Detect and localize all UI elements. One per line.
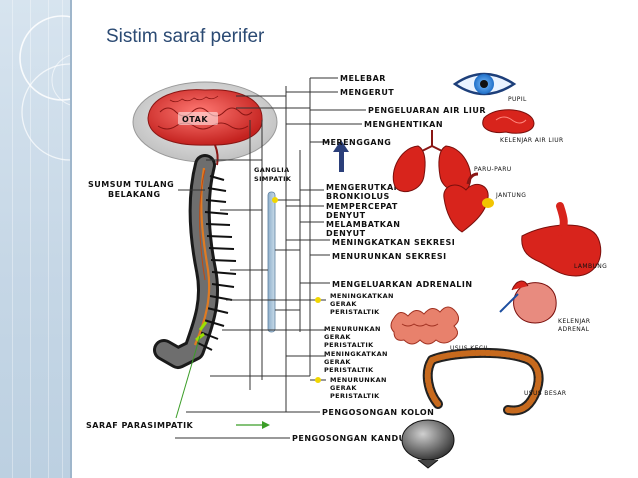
svg-text:GANGLIA: GANGLIA [254,166,290,174]
effect-menurunkan-gerak-2: MENURUNKAN [330,376,387,384]
effect-meningkatkan-sekresi: MENINGKATKAN SEKRESI [332,238,455,247]
effect-menurunkan-sekresi: MENURUNKAN SEKRESI [332,252,447,261]
effect-pengosongan-kolon: PENGOSONGAN KOLON [322,408,434,417]
effect-connector-lines [286,77,366,439]
organ-lambung-label: LAMBUNG [574,263,607,270]
spinal-column [153,154,237,369]
up-arrow-icon [333,140,349,172]
organ-kelenjar-air-liur-label: KELENJAR AIR LIUR [500,137,564,144]
side-decoration-panel [0,0,72,478]
svg-text:SARAF PARASIMPATIK: SARAF PARASIMPATIK [86,421,194,430]
sumsum-label: SUMSUM TULANG BELAKANG [88,180,205,199]
effect-meningkatkan-gerak-2: MENINGKATKAN [324,350,388,358]
organ-jantung-label: JANTUNG [495,192,526,199]
svg-text:GERAK: GERAK [324,358,351,366]
otak-text: OTAK [182,115,208,124]
effect-bronkiolus: BRONKIOLUS [326,192,390,201]
organ-adrenal-label: ADRENAL [558,326,590,333]
large-intestine-icon [422,347,544,416]
effect-menghentikan: MENGHENTIKAN [364,120,443,129]
effect-menurunkan-gerak-1: MENURUNKAN [324,325,381,333]
organ-usus-besar-label: USUS BESAR [524,390,566,397]
effect-merenggang: MERENGGANG [322,138,391,147]
heart-icon [443,172,494,233]
lungs-icon [392,130,472,192]
effect-melambatkan: MELAMBATKAN [326,220,400,229]
spinal-cord [193,167,211,346]
effect-melebar: MELEBAR [340,74,386,83]
organ-paru-paru-label: PARU-PARU [474,166,512,173]
nerve-trunks [175,78,311,439]
small-intestine-icon [390,306,460,345]
effect-mengeluarkan-adrenalin: MENGELUARKAN ADRENALIN [332,280,473,289]
svg-text:SUMSUM TULANG: SUMSUM TULANG [88,180,174,189]
svg-text:PERISTALTIK: PERISTALTIK [324,341,374,349]
effect-mempercepat-denyut: DENYUT [326,211,366,220]
salivary-gland-icon [482,109,535,134]
eye-icon [452,72,517,96]
effect-melambatkan-denyut: DENYUT [326,229,366,238]
svg-text:PERISTALTIK: PERISTALTIK [330,392,380,400]
ganglion-junction-dots [272,197,321,383]
organ-kelenjar-label: KELENJAR [558,318,591,325]
svg-text:GERAK: GERAK [324,333,351,341]
svg-text:SIMPATIK: SIMPATIK [254,175,292,183]
effect-mempercepat: MEMPERCEPAT [326,202,398,211]
svg-text:PERISTALTIK: PERISTALTIK [324,366,374,374]
svg-text:GERAK: GERAK [330,300,357,308]
side-panel-edge [70,0,72,478]
effect-mengerut: MENGERUT [340,88,394,97]
slide-title: Sistim saraf perifer [106,26,265,47]
effect-pengosongan-kandung-kemih: PENGOSONGAN KANDUNG KEMIH [292,434,455,443]
bladder-icon [401,419,455,469]
effect-mengerutkan: MENGERUTKAN [326,183,401,192]
stomach-icon [521,202,602,277]
effect-pengeluaran-air-liur: PENGELUARAN AIR LIUR [368,106,486,115]
ganglia-simpatik: GANGLIA SIMPATIK [254,166,292,333]
otak-label: OTAK [178,112,218,125]
adrenal-kidney-icon [499,280,557,324]
parasimpatik-label: SARAF PARASIMPATIK [86,335,270,430]
svg-text:BELAKANG: BELAKANG [108,190,161,199]
organ-pupil-label: PUPIL [508,96,527,103]
vertebrae [195,175,237,351]
svg-text:GERAK: GERAK [330,384,357,392]
effect-meningkatkan-gerak-1: MENINGKATKAN [330,292,394,300]
svg-text:PERISTALTIK: PERISTALTIK [330,308,380,316]
